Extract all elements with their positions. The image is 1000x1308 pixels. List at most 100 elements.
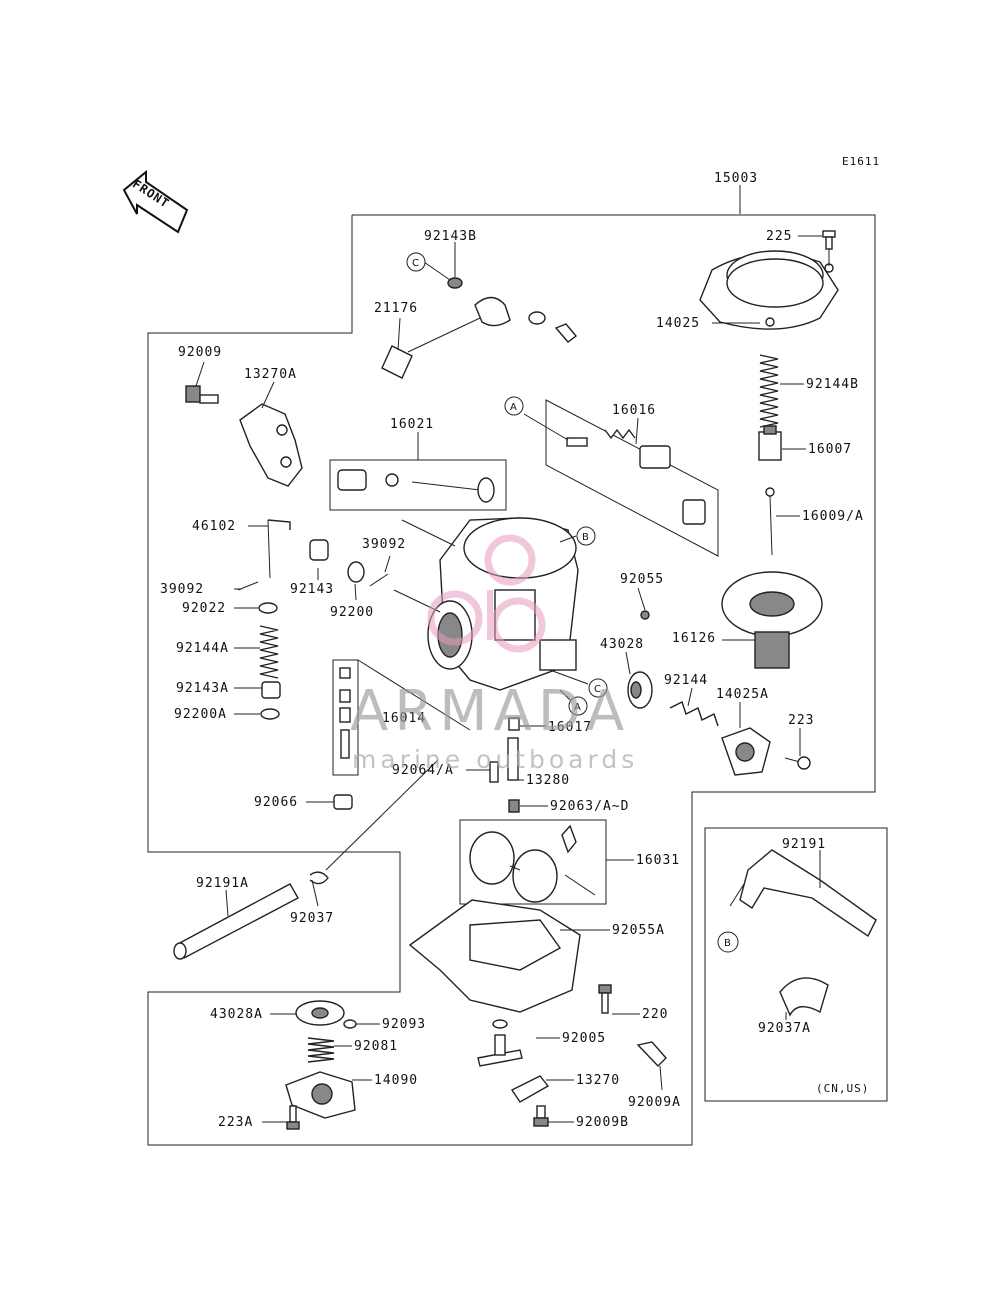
label-92022: 92022 <box>182 601 226 616</box>
label-14025: 14025 <box>656 316 700 331</box>
jet-needle-16009A-icon <box>765 487 775 556</box>
label-21176: 21176 <box>374 301 418 316</box>
label-43028A: 43028A <box>210 1007 263 1022</box>
diaphragm-43028A-icon <box>295 1000 345 1026</box>
label-92143A: 92143A <box>176 681 229 696</box>
washer-92200A-icon <box>260 708 280 720</box>
label-16014: 16014 <box>382 711 426 726</box>
jet-13280-icon <box>507 737 519 781</box>
label-92191: 92191 <box>782 837 826 852</box>
svg-text:B: B <box>582 532 589 543</box>
label-16021: 16021 <box>390 417 434 432</box>
label-92066: 92066 <box>254 795 298 810</box>
spring-92081-icon <box>307 1037 335 1063</box>
watermark: ARMADA marine outboards <box>350 534 634 774</box>
label-92144A: 92144A <box>176 641 229 656</box>
label-92200A: 92200A <box>174 707 227 722</box>
label-92093: 92093 <box>382 1017 426 1032</box>
spring-92144B-icon <box>759 354 779 428</box>
label-92144: 92144 <box>664 673 708 688</box>
washer-92022-icon <box>258 602 278 614</box>
label-223A: 223A <box>218 1115 253 1130</box>
label-46102: 46102 <box>192 519 236 534</box>
screw-223-icon <box>784 756 811 770</box>
label-92144B: 92144B <box>806 377 859 392</box>
callout-b-hose: B <box>717 931 739 953</box>
label-92055: 92055 <box>620 572 664 587</box>
hose-92191-icon <box>739 849 877 938</box>
label-92081: 92081 <box>354 1039 398 1054</box>
label-92009B: 92009B <box>576 1115 629 1130</box>
label-223: 223 <box>788 713 814 728</box>
label-92009A: 92009A <box>628 1095 681 1110</box>
screw-92009B-icon <box>533 1105 549 1127</box>
starter-plunger-16021-icon <box>329 459 507 511</box>
bracket-13270-icon <box>510 1075 550 1103</box>
diaphragm-16126-icon <box>721 571 823 669</box>
collar-92143-icon <box>309 539 329 561</box>
callout-b-body: B <box>576 526 596 546</box>
label-92037: 92037 <box>290 911 334 926</box>
label-14025A: 14025A <box>716 687 769 702</box>
callout-a-top: A <box>504 396 524 416</box>
label-92005: 92005 <box>562 1031 606 1046</box>
callout-a-body: A <box>568 696 588 716</box>
screw-223A-icon <box>286 1105 300 1130</box>
valve-43028-icon <box>627 671 653 709</box>
label-39092-right: 39092 <box>362 537 406 552</box>
oring-92093-icon <box>343 1019 357 1029</box>
region-note: (CN,US) <box>816 1082 869 1095</box>
fitting-92005-icon <box>477 1019 523 1067</box>
washer-92143B-icon <box>447 277 463 289</box>
label-16031: 16031 <box>636 853 680 868</box>
clip-92037-icon <box>309 871 329 885</box>
label-225: 225 <box>766 229 792 244</box>
label-14090: 14090 <box>374 1073 418 1088</box>
label-43028: 43028 <box>600 637 644 652</box>
spring-92144-icon <box>669 701 719 727</box>
float-16031-icon <box>459 819 607 905</box>
collar-92143A-icon <box>261 681 281 699</box>
screw-92009A-icon <box>636 1041 667 1068</box>
cover-14025A-icon <box>721 727 771 776</box>
screw-225-icon <box>822 230 836 250</box>
label-92055A: 92055A <box>612 923 665 938</box>
watermark-brand: ARMADA <box>350 679 630 744</box>
label-92143B: 92143B <box>424 229 477 244</box>
rod-46102-icon <box>267 519 291 579</box>
oring-92055-icon <box>640 610 650 620</box>
label-92200: 92200 <box>330 605 374 620</box>
label-16126: 16126 <box>672 631 716 646</box>
spring-92144A-icon <box>259 625 279 679</box>
needle-jet-16014-icon <box>332 659 359 776</box>
label-16007: 16007 <box>808 442 852 457</box>
label-92063AD: 92063/A~D <box>550 799 629 814</box>
cap-92066-icon <box>333 794 353 810</box>
leader-lines <box>195 185 830 1123</box>
screw-220-icon <box>598 984 612 1014</box>
top-cover-14025-icon <box>699 250 839 330</box>
lever-21176-icon <box>381 296 578 379</box>
screw-92009-icon <box>185 385 219 404</box>
svg-text:B: B <box>724 938 731 949</box>
callout-c-top: C <box>406 252 426 272</box>
label-92009: 92009 <box>178 345 222 360</box>
label-39092-left: 39092 <box>160 582 204 597</box>
hose-92191A-icon <box>173 883 299 960</box>
label-16016: 16016 <box>612 403 656 418</box>
label-13270A: 13270A <box>244 367 297 382</box>
label-220: 220 <box>642 1007 668 1022</box>
label-92037A: 92037A <box>758 1021 811 1036</box>
label-16009A: 16009/A <box>802 509 864 524</box>
svg-text:A: A <box>510 402 517 413</box>
assembly-frame <box>147 214 888 1146</box>
part-labels: 15003 225 92143B 14025 21176 92144B 9200… <box>160 171 869 1130</box>
jet-16017-icon <box>508 717 520 731</box>
pilot-screw-16016-icon <box>545 399 719 557</box>
holder-16007-icon <box>758 425 782 461</box>
washer-92200-icon <box>347 561 365 583</box>
label-92143: 92143 <box>290 582 334 597</box>
svg-text:C: C <box>412 258 419 269</box>
callout-c-body: C <box>588 678 608 698</box>
jet-92064A-icon <box>489 761 499 783</box>
